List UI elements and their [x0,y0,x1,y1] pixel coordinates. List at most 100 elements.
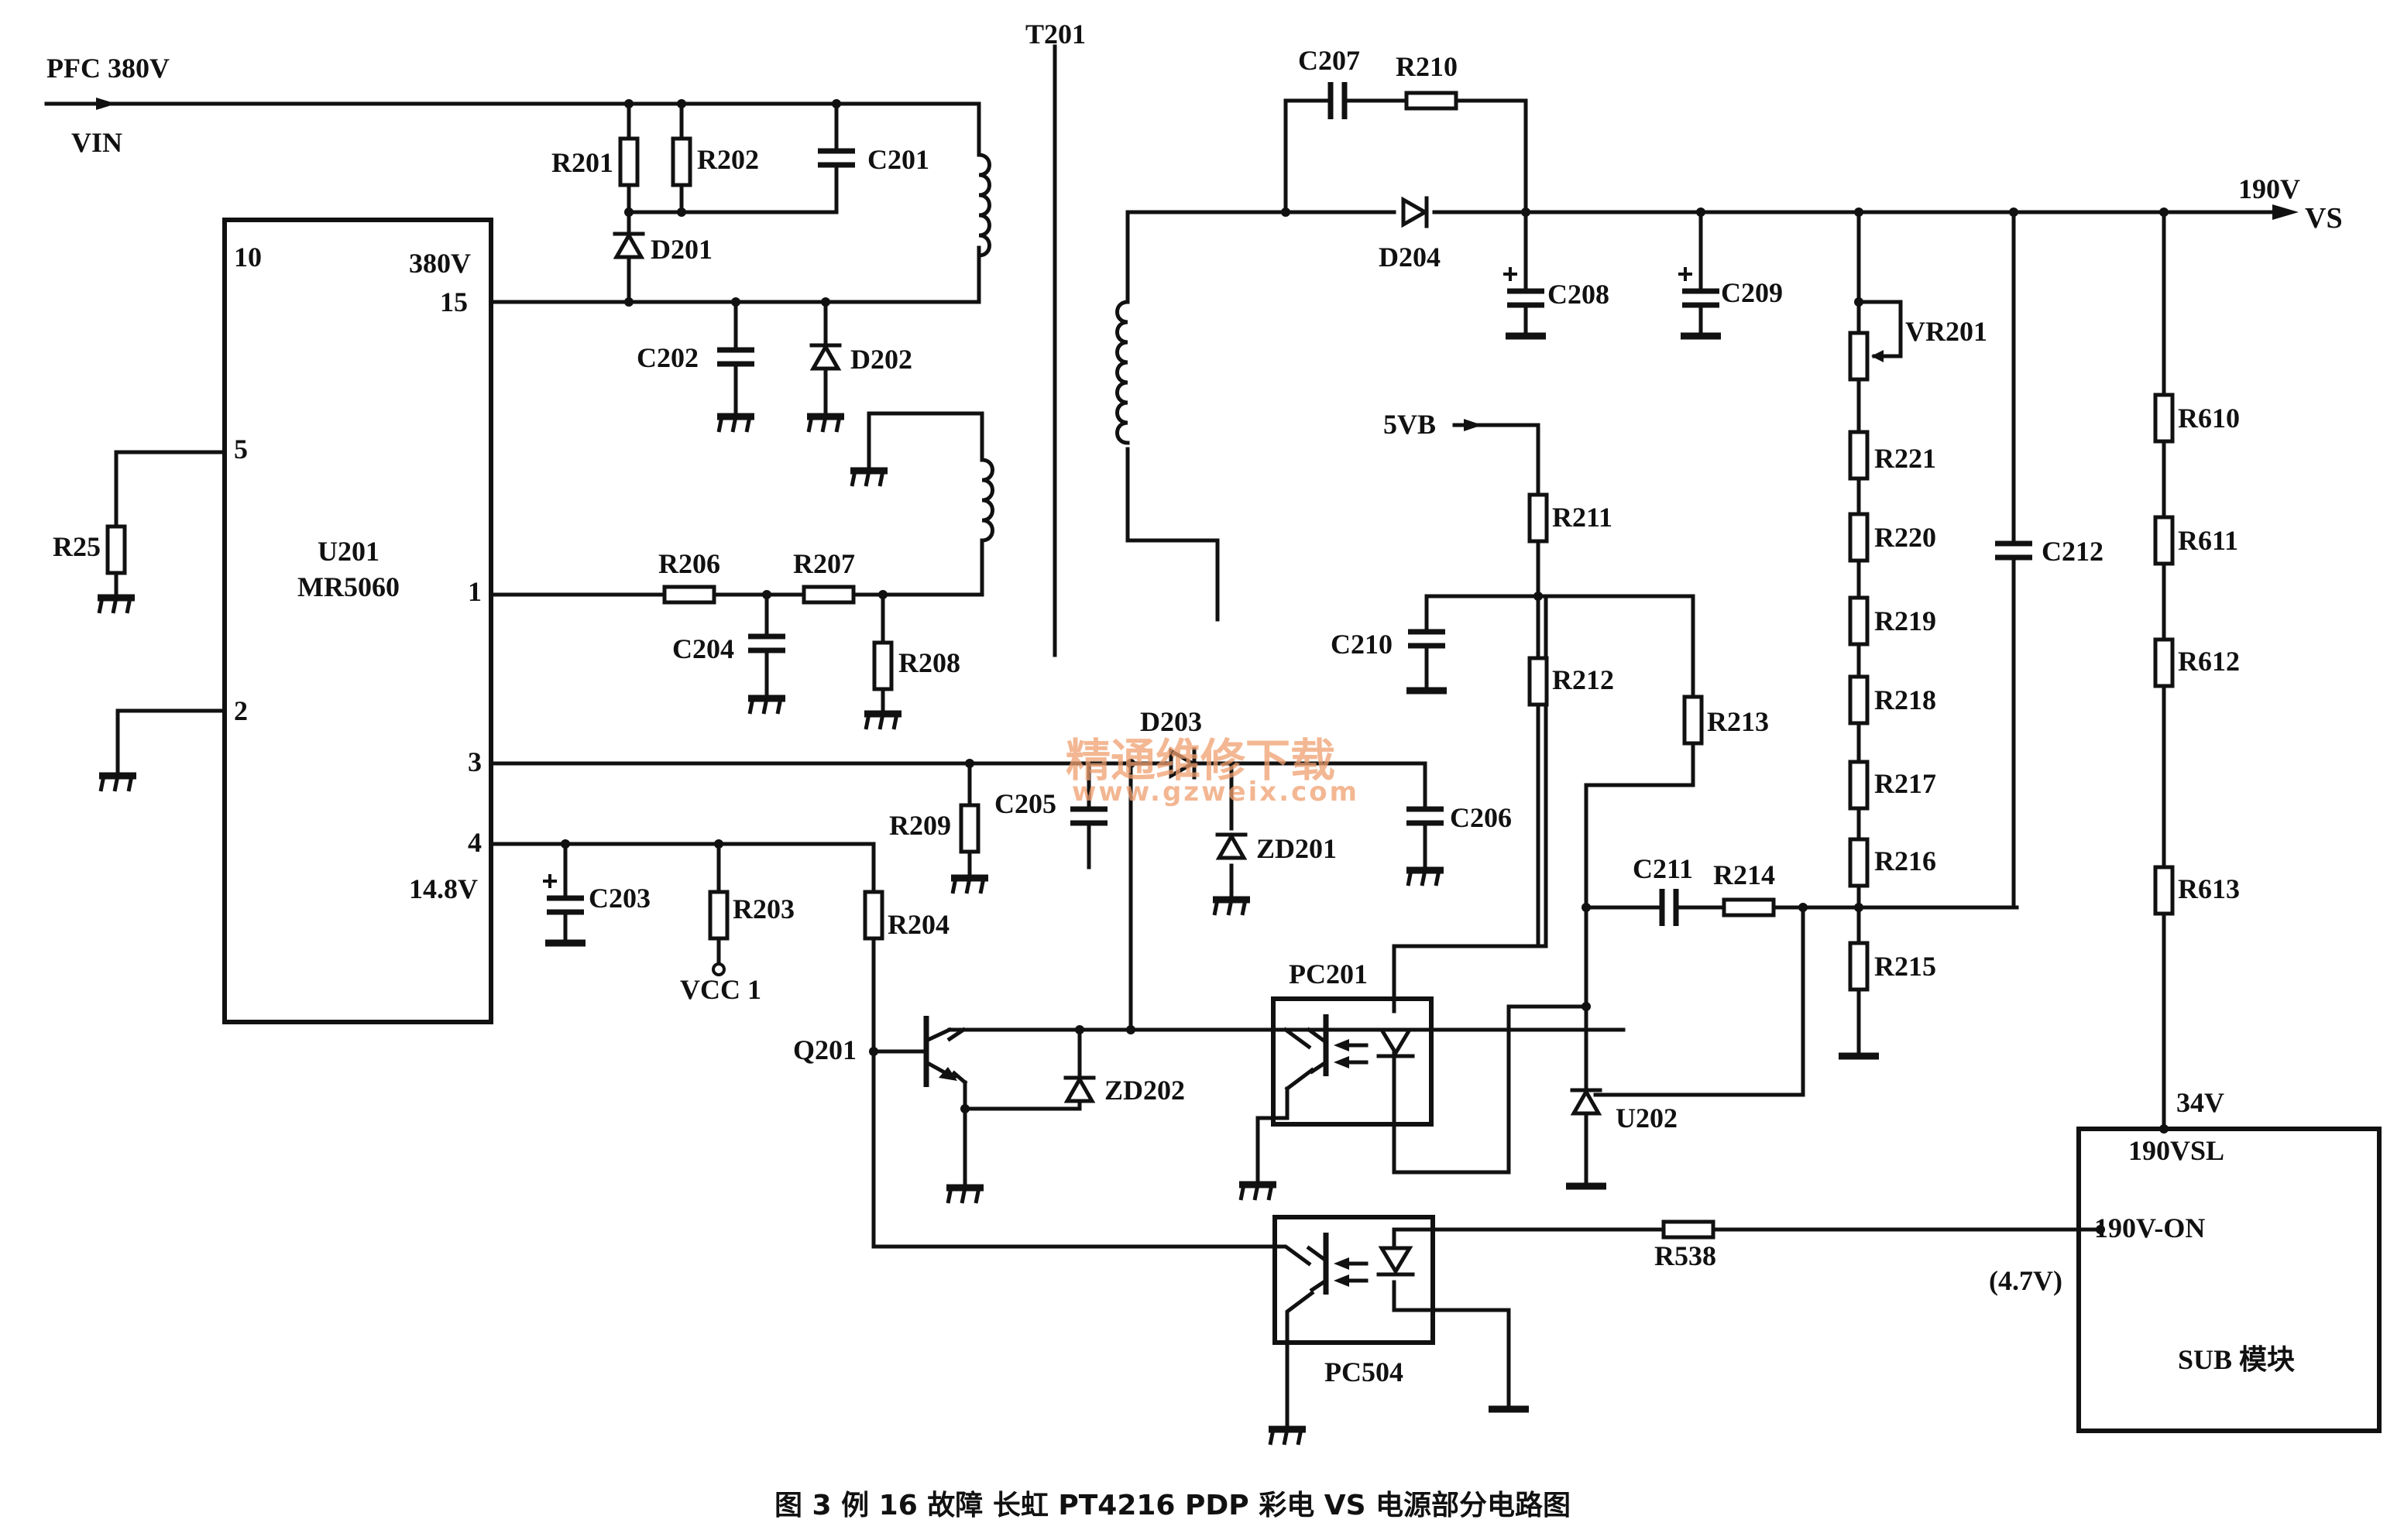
label-c212: C212 [2042,536,2104,567]
diode-d201 [613,231,645,259]
label-c202: C202 [637,342,699,373]
label-r207: R207 [793,548,855,579]
watermark-text: 精通维修下载 [1066,734,1335,787]
input-net-label: VIN [71,127,122,158]
output-arrow-icon [2272,204,2299,220]
bias-5v-label: 5VB [1383,409,1436,440]
resistor-r214 [1722,897,1776,917]
ground-icon [807,417,844,432]
label-r211: R211 [1552,502,1612,533]
resistor-r213 [1682,695,1704,746]
resistor-r612 [2153,637,2175,688]
capacitor-c202 [717,347,754,367]
label-c208: C208 [1547,279,1609,310]
label-zd202: ZD202 [1104,1075,1185,1106]
label-r208: R208 [898,647,960,678]
resistor-r212 [1527,656,1549,707]
resistor-r219 [1848,595,1870,647]
label-c203: C203 [589,883,651,914]
diode-d203 [1169,747,1197,780]
sub-supply-voltage-label: 34V [2176,1087,2224,1118]
resistor-r221 [1848,430,1870,481]
ground-icon [748,698,785,714]
resistor-r220 [1848,512,1870,563]
resistor-r208 [872,640,894,691]
label-c201: C201 [867,144,929,175]
label-r203: R203 [733,893,795,924]
junction-dot [677,99,686,108]
capacitors [543,82,2032,926]
junction-dot [561,839,570,849]
light-arrow-icon [1334,1274,1349,1287]
input-arrow-icon [96,98,116,110]
ground-icon [717,417,754,432]
light-arrow-icon [1334,1039,1349,1051]
junction-dot [714,839,723,849]
resistor-r218 [1848,674,1870,725]
sub-pin-190v-on: 190V-ON [2094,1212,2205,1243]
diode-d204 [1401,196,1430,228]
coil-turns [980,458,994,543]
resistor-r202 [671,136,692,187]
label-r611: R611 [2178,525,2238,556]
capacitor-c208 [1503,267,1544,308]
label-zd201: ZD201 [1256,833,1337,864]
ground-icon [1406,870,1444,886]
ground-icon [1239,1185,1276,1200]
pin-4-voltage-label: 14.8V [409,873,478,904]
ground-icon [864,714,902,729]
pin-5-label: 5 [234,434,248,465]
label-q201: Q201 [793,1034,857,1065]
resistor-vr201 [1848,331,1870,382]
label-d202: D202 [850,344,912,375]
junction-dot [869,1047,878,1056]
ground-icon [99,776,136,791]
ground-icon [850,471,888,486]
watermark-url: www.gzweix.com [1072,777,1359,808]
resistor-r611 [2153,515,2175,566]
label-d203: D203 [1140,706,1202,737]
vr201-wiper-arrow-icon [1871,350,1884,362]
ground-icon [1269,1429,1306,1445]
ground-icon [951,878,988,893]
label-c206: C206 [1450,802,1512,833]
pin-4-label: 4 [468,827,482,858]
label-r213: R213 [1707,706,1769,737]
label-r201: R201 [551,147,613,178]
label-c210: C210 [1331,629,1393,660]
junction-dot [2009,208,2018,217]
junction-dot [1533,592,1543,601]
capacitor-c210 [1408,629,1445,649]
ctrl-voltage-label: (4.7V) [1989,1265,2062,1296]
input-voltage-label: PFC 380V [46,53,170,84]
label-u202: U202 [1616,1103,1678,1134]
regulator-u202 [1570,1087,1602,1116]
junction-dot [960,1104,970,1113]
junction-dot [1281,208,1290,217]
junction-dot [1126,1025,1135,1034]
pin-2-label: 2 [234,695,248,726]
vcc1-label: VCC 1 [680,974,761,1005]
junction-dot [878,590,888,599]
label-r215: R215 [1874,951,1936,982]
capacitor-c207 [1327,82,1348,119]
label-r202: R202 [697,144,759,175]
resistor-r203 [708,890,730,941]
coil-turns [977,153,991,258]
label-r219: R219 [1874,605,1936,636]
ground-icon [98,598,135,613]
sub-module: 190VSL 190V-ON SUB 模块 [2076,1127,2382,1433]
capacitor-c204 [748,633,785,653]
5vb-arrow-icon [1464,419,1482,431]
label-r613: R613 [2178,873,2240,904]
resistor-r207 [802,585,856,605]
capacitor-c211 [1659,889,1679,926]
resistor-r206 [662,585,716,605]
label-r216: R216 [1874,845,1936,876]
junction-dot [1854,903,1863,912]
resistor-r204 [863,890,884,941]
label-r610: R610 [2178,403,2240,434]
label-r221: R221 [1874,443,1936,474]
